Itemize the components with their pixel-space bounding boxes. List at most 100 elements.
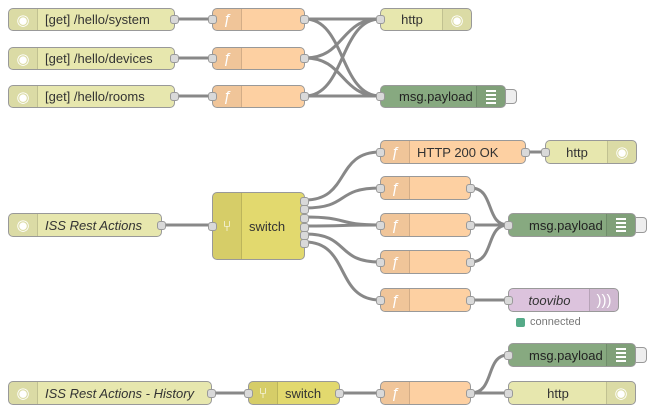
function-node[interactable]: ƒ: [376, 250, 475, 274]
function-node[interactable]: ƒ: [376, 288, 475, 312]
input-port[interactable]: [376, 389, 385, 398]
node-label: switch: [249, 218, 286, 234]
input-port[interactable]: [208, 54, 217, 63]
list-icon: [476, 86, 505, 107]
node-label: ISS Rest Actions: [45, 217, 143, 233]
function-icon: ƒ: [381, 382, 410, 404]
http-in-node-devices[interactable]: ◉ [get] /hello/devices: [8, 47, 179, 70]
output-port[interactable]: [207, 389, 216, 398]
node-label: http: [547, 385, 569, 401]
input-port[interactable]: [504, 351, 513, 360]
node-label: http: [401, 12, 423, 27]
input-port[interactable]: [376, 15, 385, 24]
function-node[interactable]: ƒ: [376, 176, 475, 200]
input-port[interactable]: [208, 222, 217, 231]
status-dot: [516, 317, 525, 327]
function-icon: ƒ: [381, 214, 410, 236]
function-node[interactable]: ƒ: [376, 213, 475, 237]
node-label: ISS Rest Actions - History: [45, 385, 195, 401]
function-icon: ƒ: [213, 48, 242, 69]
wire: [304, 17, 381, 60]
output-port[interactable]: [300, 54, 309, 63]
node-label: msg.payload: [399, 89, 473, 104]
input-port[interactable]: [376, 184, 385, 193]
output-port[interactable]: [466, 389, 475, 398]
http-response-node[interactable]: http ◉: [376, 8, 472, 31]
input-port[interactable]: [208, 15, 217, 24]
function-node[interactable]: ƒ: [208, 8, 309, 31]
output-port[interactable]: [170, 92, 179, 101]
wire: [470, 186, 509, 227]
output-port[interactable]: [300, 214, 309, 223]
node-label: msg.payload: [529, 347, 603, 363]
output-port[interactable]: [521, 148, 530, 157]
output-port[interactable]: [300, 205, 309, 214]
input-port[interactable]: [504, 296, 513, 305]
output-port[interactable]: [300, 239, 309, 248]
output-port[interactable]: [300, 15, 309, 24]
input-port[interactable]: [504, 221, 513, 230]
wire: [304, 223, 381, 228]
input-port[interactable]: [376, 148, 385, 157]
function-icon: ƒ: [213, 86, 242, 107]
output-port[interactable]: [466, 221, 475, 230]
switch-icon: ⑂: [213, 193, 242, 259]
http-in-node-rooms[interactable]: ◉ [get] /hello/rooms: [8, 85, 179, 108]
http-response-node[interactable]: http ◉: [541, 140, 637, 164]
wire: [304, 186, 381, 210]
list-icon: [606, 344, 635, 366]
node-status: connected: [516, 316, 581, 328]
function-node[interactable]: ƒ: [208, 47, 309, 70]
output-port[interactable]: [300, 92, 309, 101]
input-port[interactable]: [376, 92, 385, 101]
iss-rest-actions-node[interactable]: ◉ ISS Rest Actions: [8, 213, 166, 237]
output-port[interactable]: [170, 54, 179, 63]
node-label: HTTP 200 OK: [417, 144, 499, 160]
input-port[interactable]: [504, 389, 513, 398]
wire: [304, 150, 381, 202]
output-port[interactable]: [157, 221, 166, 230]
input-port[interactable]: [376, 296, 385, 305]
debug-toggle-button[interactable]: [636, 347, 647, 363]
function-node[interactable]: ƒ: [208, 85, 309, 108]
debug-node[interactable]: msg.payload: [504, 213, 647, 237]
input-port[interactable]: [208, 92, 217, 101]
node-label: http: [566, 144, 588, 160]
input-port[interactable]: [244, 389, 253, 398]
debug-toggle-button[interactable]: [636, 217, 647, 233]
input-port[interactable]: [541, 148, 550, 157]
input-port[interactable]: [376, 221, 385, 230]
debug-node[interactable]: msg.payload: [504, 343, 647, 367]
output-port[interactable]: [466, 184, 475, 193]
wire: [304, 240, 381, 302]
switch-node[interactable]: ⑂ switch: [244, 381, 344, 405]
node-label: [get] /hello/rooms: [45, 89, 145, 104]
switch-node[interactable]: ⑂ switch: [208, 192, 309, 260]
wire: [304, 56, 381, 98]
node-label: toovibo: [528, 292, 571, 308]
output-port[interactable]: [466, 296, 475, 305]
function-icon: ƒ: [381, 177, 410, 199]
input-port[interactable]: [376, 258, 385, 267]
globe-icon: ◉: [442, 9, 471, 30]
output-port[interactable]: [335, 389, 344, 398]
iss-rest-actions-history-node[interactable]: ◉ ISS Rest Actions - History: [8, 381, 216, 405]
function-node-http-200[interactable]: ƒ HTTP 200 OK: [376, 140, 530, 164]
globe-icon: ◉: [607, 141, 636, 163]
globe-icon: ◉: [606, 382, 635, 404]
debug-toggle-button[interactable]: [506, 89, 517, 104]
function-icon: ƒ: [381, 141, 410, 163]
output-port[interactable]: [466, 258, 475, 267]
toovibo-node[interactable]: toovibo ))): [504, 288, 619, 312]
http-response-node[interactable]: http ◉: [504, 381, 636, 405]
wire: [304, 232, 381, 264]
globe-icon: ◉: [9, 86, 38, 107]
wire: [470, 223, 509, 264]
node-label: switch: [285, 385, 322, 401]
http-in-node-system[interactable]: ◉ [get] /hello/system: [8, 8, 179, 31]
output-port[interactable]: [170, 15, 179, 24]
debug-node[interactable]: msg.payload: [376, 85, 517, 108]
function-node[interactable]: ƒ: [376, 381, 475, 405]
node-label: [get] /hello/system: [45, 12, 150, 27]
